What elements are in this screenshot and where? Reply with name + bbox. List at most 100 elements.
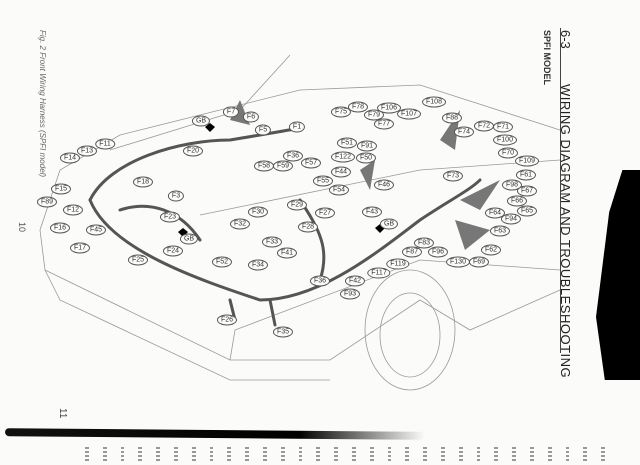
connector-label: F43 [361,206,383,218]
connector-label: F98 [501,179,523,191]
connector-label: F87 [401,246,423,258]
bleed-through-mark [494,447,499,461]
connector-label: F83 [413,237,435,249]
bleed-through-mark [334,447,338,461]
connector-label: F75 [330,106,352,118]
bleed-through-mark [547,447,552,461]
connector-label: F94 [500,213,522,225]
connector-label: F51 [336,137,358,149]
bleed-through-mark [191,447,196,461]
connector-label: F55 [312,175,334,187]
bleed-through-mark [476,447,481,461]
connector-label: F7 [222,106,240,118]
connector-label: F106 [377,102,401,114]
connector-label: F63 [489,225,511,237]
connector-label: F32 [229,218,251,230]
connector-label: F117 [367,267,391,279]
connector-label: F3 [167,190,185,202]
connector-label: F91 [356,140,378,152]
connector-label: F69 [468,256,490,268]
connector-label: F30 [247,206,269,218]
header-rule [560,28,561,353]
connector-label: F67 [516,185,538,197]
bleed-through-mark [102,447,107,461]
connector-label: GB [379,218,399,230]
connector-label: GB [191,115,211,127]
connector-label: F50 [355,152,377,164]
connector-label: F45 [85,224,107,236]
bleed-through-mark [405,447,410,461]
connector-label: F36 [282,150,304,162]
connector-label: F44 [330,166,352,178]
connector-label: F79 [363,109,385,121]
connector-label: F24 [162,245,184,257]
connector-label: F61 [515,169,537,181]
connector-label: F35 [272,326,294,338]
bleed-through-mark [601,447,605,461]
connector-label: F59 [272,160,294,172]
connector-label: F52 [211,256,233,268]
bleed-through-mark [583,447,588,461]
bleed-through-mark [245,447,249,461]
connector-label: F88 [441,112,463,124]
bleed-through-mark [138,447,143,461]
connector-label: F89 [36,196,58,208]
connector-label: F73 [442,170,464,182]
connector-label: F29 [286,199,308,211]
bleed-through-mark [369,447,374,461]
margin-mark: 11 [57,408,68,419]
bleed-through-mark [565,447,570,461]
connector-label: F11 [95,138,115,150]
bleed-through-mark [85,447,89,461]
connector-label: F25 [127,254,149,266]
connector-label: F27 [314,207,336,219]
bleed-through-mark [262,447,267,461]
connector-label: F122 [331,151,355,163]
connector-label: F109 [515,155,539,167]
connector-label: F36 [309,275,331,287]
connector-label: F74 [453,126,475,138]
connector-label: F96 [427,246,449,258]
connector-label: F13 [76,145,98,157]
connector-label: F15 [50,183,72,195]
connector-label: F6 [242,111,260,123]
connector-label: F77 [373,118,395,130]
connector-label: F17 [69,242,91,254]
connector-label: F20 [182,145,204,157]
connector-label: F41 [276,247,298,259]
bleed-through-mark [280,447,285,461]
connector-label: F28 [297,221,319,233]
connector-label: F78 [347,101,369,113]
connector-label: F70 [497,147,519,159]
connector-label: F12 [62,204,84,216]
bleed-through-mark [316,447,321,461]
bleed-through-mark [387,447,392,461]
connector-label: F54 [328,184,350,196]
bleed-through-mark [440,447,445,461]
connector-label: F16 [49,222,71,234]
connector-label: F71 [492,121,514,133]
bleed-through-mark [423,447,427,461]
connector-label: F62 [480,244,502,256]
connector-label: F66 [506,195,528,207]
car-body-outline [39,54,561,391]
bleed-through-text [85,447,605,465]
connector-label: F65 [516,205,538,217]
bleed-through-mark [173,447,178,461]
connector-label: F58 [253,160,275,172]
bleed-through-mark [351,447,356,461]
bleed-through-mark [298,447,303,461]
bleed-through-mark [156,447,160,461]
connector-label: F130 [446,256,470,268]
bleed-through-mark [120,447,125,461]
connector-label: F100 [493,134,517,146]
bleed-through-mark [227,447,232,461]
connector-label: F108 [422,96,446,108]
bleed-through-mark [529,447,534,461]
connector-label: F5 [254,124,272,136]
bleed-through-mark [512,447,516,461]
connector-label: F18 [132,176,154,188]
connector-label: F107 [397,108,421,120]
connector-label: F64 [484,207,506,219]
bleed-through-mark [458,447,463,461]
